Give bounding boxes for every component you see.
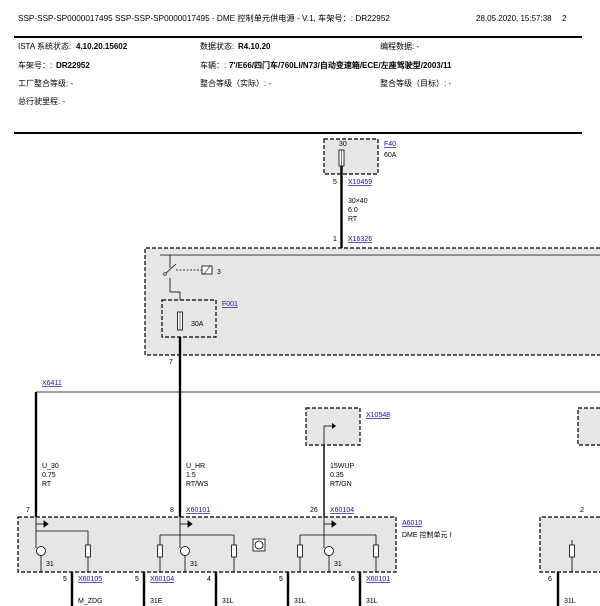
ista-status-value: 4.10.20.15602 — [76, 42, 128, 51]
data-status-value: R4.10.20 — [238, 42, 271, 51]
document-title: SSP-SSP-SP0000017495 SSP-SSP-SP000001749… — [18, 14, 390, 23]
fuse-f40-link[interactable]: F40 — [384, 141, 396, 148]
programming-data-label: 编程数据: - — [380, 42, 420, 51]
wire-15wup-pin: 26 — [310, 507, 318, 514]
fuse-f40-value: 60A — [384, 152, 397, 159]
main-wire-gauge: 6.0 — [348, 207, 358, 214]
wire-uhr-gauge: 1.5 — [186, 472, 196, 479]
wire-u30-gauge: 0.75 — [42, 472, 56, 479]
ground-31-a: 31 — [46, 561, 54, 568]
fuse-f40-slot: 30 — [339, 141, 347, 148]
page-number: 2 — [562, 14, 567, 23]
x10548-link[interactable]: X10548 — [366, 412, 390, 419]
wire-uhr-pin: 8 — [170, 507, 174, 514]
integration-actual-label: 整合等级（实际）: - — [200, 79, 272, 88]
signal-31l-d: 31L — [564, 598, 576, 605]
bottom-pin-2: 5 — [135, 576, 139, 583]
signal-31l-c: 31L — [366, 598, 378, 605]
main-wire-color: RT — [348, 216, 358, 223]
integration-target-label: 整合等级（目标）: - — [380, 79, 452, 88]
vin-label: 车架号：: — [18, 61, 53, 70]
dme-internal-circuit — [35, 517, 379, 572]
ista-status-label: ISTA 系统状态: — [18, 42, 72, 51]
wiring-diagram: 30 F40 60A 5 X10459 30×40 6.0 RT 1 X1632… — [17, 138, 600, 606]
relay-pin-3: 3 — [217, 269, 221, 276]
power-distribution-box — [144, 247, 600, 356]
x6411-link[interactable]: X6411 — [42, 380, 62, 387]
a6010-name: DME 控制单元 I — [402, 530, 451, 539]
header-rule — [14, 36, 582, 38]
bottom-pin-4: 5 — [279, 576, 283, 583]
x10459-pin: 5 — [333, 179, 337, 186]
fuse-f001-link[interactable]: F001 — [222, 301, 238, 308]
bottom-pin-6: 6 — [548, 576, 552, 583]
vin-value: DR22952 — [56, 61, 90, 70]
bottom-ground-wires — [70, 572, 560, 606]
wire-u30-name: U_30 — [42, 463, 59, 470]
wire-uhr-color: RT/WS — [186, 481, 209, 488]
wire-uhr-name: U_HR — [186, 463, 205, 470]
ground-31-b: 31 — [190, 561, 198, 568]
bottom-pin-5: 6 — [351, 576, 355, 583]
ground-31-c: 31 — [334, 561, 342, 568]
signal-m-zdg: M_ZDG — [78, 598, 103, 605]
x16326-link[interactable]: X16326 — [348, 236, 372, 243]
x10459-link[interactable]: X10459 — [348, 179, 372, 186]
pin-7-label: 7 — [169, 359, 173, 366]
print-datetime: 28.05.2020, 15:57:38 — [476, 14, 552, 23]
x60105-link[interactable]: X60105 — [78, 576, 102, 583]
signal-31e: 31E — [150, 598, 163, 605]
document-header: SSP-SSP-SP0000017495 SSP-SSP-SP000001749… — [0, 0, 600, 135]
a6010-link[interactable]: A6010 — [402, 520, 422, 527]
fuse-f40-box — [323, 138, 379, 175]
x16326-pin: 1 — [333, 236, 337, 243]
fuse-f001-box — [161, 299, 217, 338]
vehicle-label: 车辆：: — [200, 61, 227, 70]
x60101-link[interactable]: X60101 — [186, 507, 210, 514]
wire-15wup-color: RT/GN — [330, 481, 352, 488]
x60104-link[interactable]: X60104 — [330, 507, 354, 514]
wire-15wup-gauge: 0.35 — [330, 472, 344, 479]
connector-x10548-box — [305, 407, 361, 446]
bottom-pin-1: 5 — [63, 576, 67, 583]
vehicle-value: 7'/E66/四门车/760LI/N73/自动变速箱/ECE/左座驾驶型/200… — [229, 61, 452, 70]
right-pin-2: 2 — [580, 507, 584, 514]
signal-31l-a: 31L — [222, 598, 234, 605]
wire-15wup-name: 15WUP — [330, 463, 354, 470]
signal-31l-b: 31L — [294, 598, 306, 605]
bottom-pin-3: 4 — [207, 576, 211, 583]
fuse-f001-value: 30A — [191, 321, 204, 328]
wire-u30-color: RT — [42, 481, 52, 488]
x60101-bottom-link[interactable]: X60101 — [366, 576, 390, 583]
relay-switch — [164, 263, 177, 275]
data-status-label: 数据状态: — [200, 42, 235, 51]
main-wire-size: 30×40 — [348, 198, 368, 205]
wire-u30-pin: 7 — [26, 507, 30, 514]
connector-partial-right — [577, 407, 600, 446]
x60104-bottom-link[interactable]: X60104 — [150, 576, 174, 583]
info-rule — [14, 132, 582, 134]
module-partial-right — [539, 516, 600, 573]
mileage-label: 总行驶里程: - — [18, 97, 66, 106]
factory-integration-label: 工厂整合等级: - — [18, 79, 74, 88]
